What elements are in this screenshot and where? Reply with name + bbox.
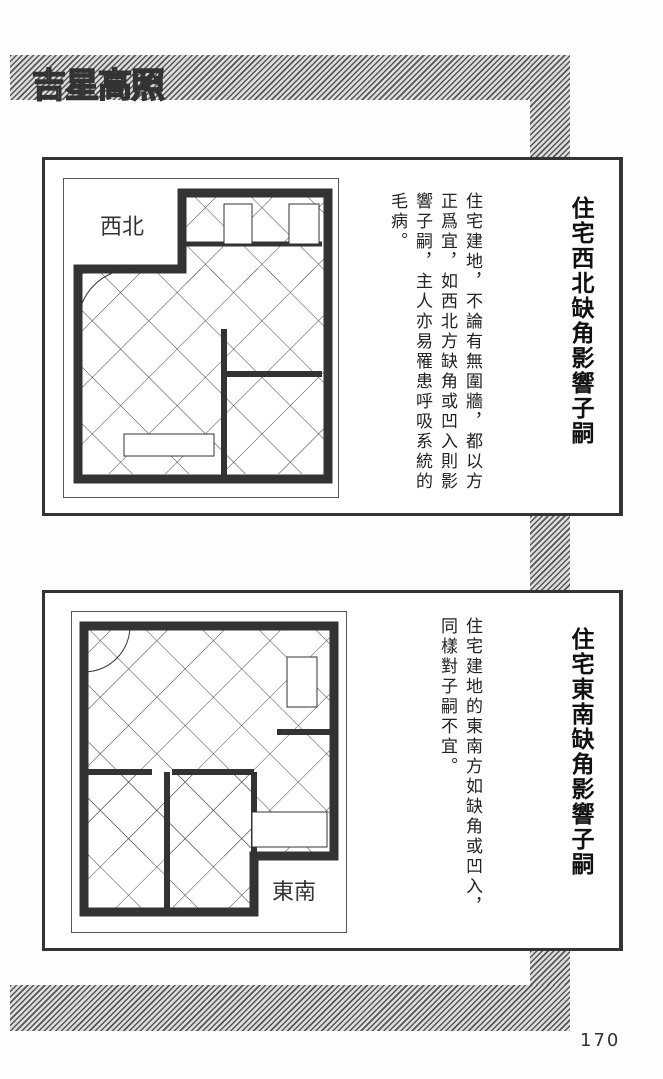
body-column: 響子嗣，主人亦易罹患呼吸系統的 <box>412 192 432 492</box>
connector-stripe <box>530 516 570 591</box>
body-column: 同樣對子嗣不宜。 <box>437 617 457 777</box>
chapter-title: 吉星高照 <box>31 65 166 107</box>
right-stripe-top <box>530 55 570 160</box>
floor-plan-southeast: 東南 <box>71 611 347 933</box>
floor-plan-drawing <box>73 188 333 484</box>
floor-plan-drawing <box>79 621 339 917</box>
body-column: 正爲宜，如西北方缺角或凹入則影 <box>437 192 457 492</box>
body-column: 住宅建地，不論有無圍牆，都以方 <box>462 192 482 492</box>
footer-stripe <box>10 985 570 1031</box>
section-body-northwest: 住宅建地，不論有無圍牆，都以方 正爲宜，如西北方缺角或凹入則影 響子嗣，主人亦易… <box>384 192 484 492</box>
floor-plan-northwest: 西北 <box>63 178 339 498</box>
section-title-northwest: 住宅西北缺角影響子嗣 <box>567 196 593 446</box>
plan-label-southeast: 東南 <box>272 880 317 905</box>
header-stripe <box>10 55 570 100</box>
section-southeast: 東南 住宅建地的東南方如缺角或凹入， 同樣對子嗣不宜。 住宅東南缺角影響子嗣 <box>42 590 623 951</box>
section-northwest: 西北 住宅建地，不論有無圍牆，都以方 正爲宜，如西北方缺角或凹入則影 響子嗣，主… <box>42 157 623 516</box>
plan-label-northwest: 西北 <box>100 215 145 240</box>
section-title-southeast: 住宅東南缺角影響子嗣 <box>567 627 593 877</box>
body-column: 毛病。 <box>387 192 407 252</box>
section-body-southeast: 住宅建地的東南方如缺角或凹入， 同樣對子嗣不宜。 <box>434 617 484 917</box>
body-column: 住宅建地的東南方如缺角或凹入， <box>462 617 482 917</box>
page-number: 170 <box>580 1030 621 1051</box>
